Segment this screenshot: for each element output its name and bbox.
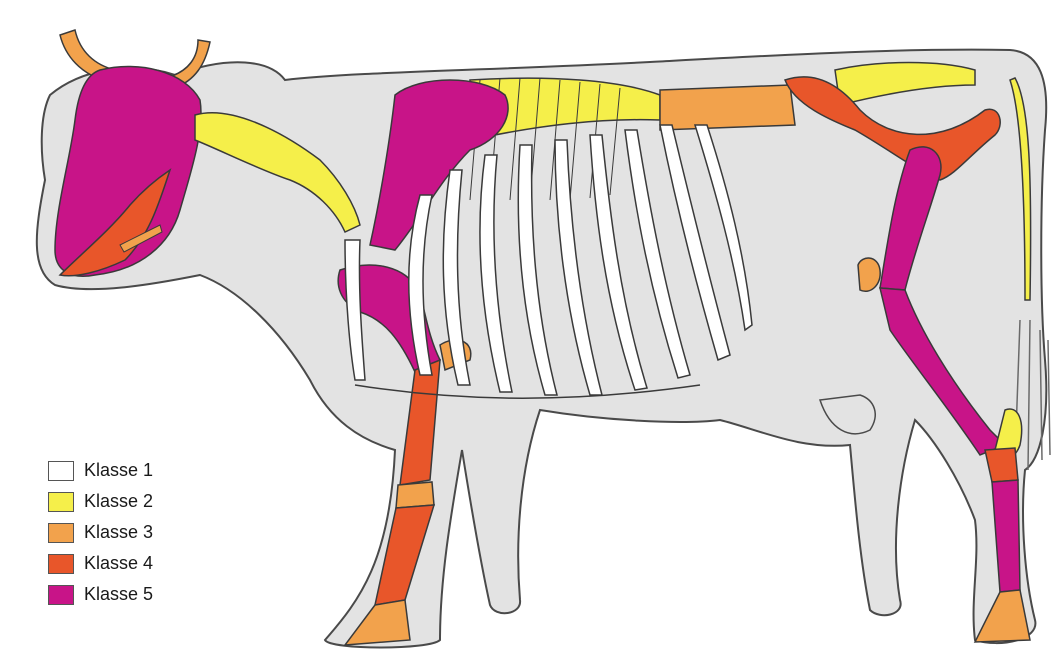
carpus <box>396 482 434 508</box>
legend-item-klasse-2: Klasse 2 <box>48 488 153 515</box>
legend-swatch <box>48 523 74 543</box>
legend-swatch <box>48 492 74 512</box>
legend-swatch <box>48 554 74 574</box>
legend-item-klasse-5: Klasse 5 <box>48 581 153 608</box>
legend-swatch <box>48 585 74 605</box>
legend-label: Klasse 3 <box>84 522 153 543</box>
legend-swatch <box>48 461 74 481</box>
legend-item-klasse-3: Klasse 3 <box>48 519 153 546</box>
legend-item-klasse-4: Klasse 4 <box>48 550 153 577</box>
legend-label: Klasse 5 <box>84 584 153 605</box>
lumbar-vertebrae <box>660 85 795 130</box>
legend-label: Klasse 4 <box>84 553 153 574</box>
legend-label: Klasse 1 <box>84 460 153 481</box>
legend-label: Klasse 2 <box>84 491 153 512</box>
legend-item-klasse-1: Klasse 1 <box>48 457 153 484</box>
legend: Klasse 1 Klasse 2 Klasse 3 Klasse 4 Klas… <box>48 457 153 612</box>
